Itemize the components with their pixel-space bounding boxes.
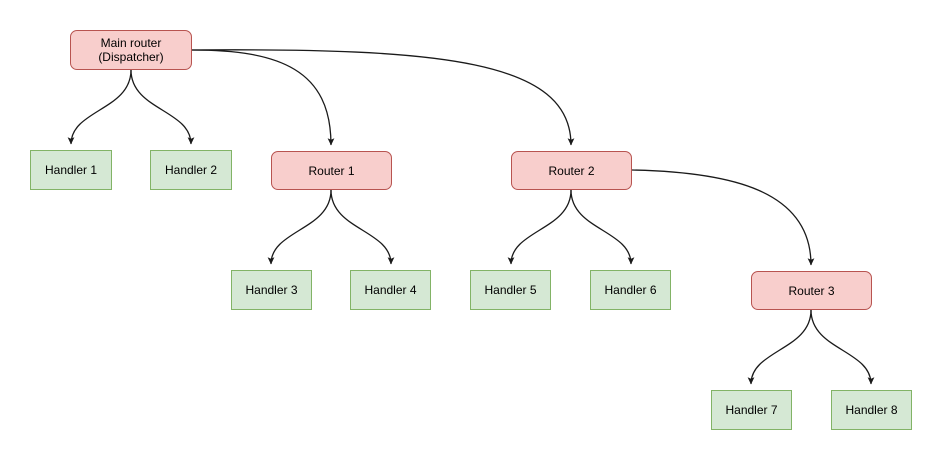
edges-group — [67, 49, 875, 385]
node-label-handler-4: Handler 4 — [364, 283, 417, 297]
node-handler-6[interactable]: Handler 6 — [590, 270, 671, 310]
node-label-handler-1: Handler 1 — [44, 163, 98, 177]
node-router-1[interactable]: Router 1 — [271, 151, 392, 190]
node-label-router-2: Router 2 — [548, 163, 595, 178]
edge-router-1-to-handler-3 — [267, 189, 332, 265]
node-handler-7[interactable]: Handler 7 — [711, 390, 792, 430]
edge-main-to-handler-1 — [67, 69, 132, 145]
node-label-handler-8: Handler 8 — [845, 403, 898, 417]
edge-router-2-to-handler-6 — [570, 189, 635, 265]
node-router-2[interactable]: Router 2 — [511, 151, 632, 190]
node-handler-8[interactable]: Handler 8 — [831, 390, 912, 430]
node-handler-5[interactable]: Handler 5 — [470, 270, 551, 310]
edge-main-to-router-2 — [191, 49, 575, 146]
edge-router-3-to-handler-7 — [747, 309, 812, 385]
node-handler-2[interactable]: Handler 2 — [150, 150, 232, 190]
edge-main-to-router-1 — [191, 49, 335, 146]
node-label-main-router: Main router (Dispatcher) — [98, 36, 164, 64]
edge-router-1-to-handler-4 — [330, 189, 395, 265]
node-label-handler-5: Handler 5 — [484, 283, 537, 297]
edge-router-3-to-handler-8 — [810, 309, 875, 385]
edge-main-to-handler-2 — [130, 69, 195, 145]
node-main-router[interactable]: Main router (Dispatcher) — [70, 30, 192, 70]
node-label-router-3: Router 3 — [788, 283, 835, 298]
node-label-handler-6: Handler 6 — [604, 283, 657, 297]
node-handler-1[interactable]: Handler 1 — [30, 150, 112, 190]
node-label-handler-3: Handler 3 — [245, 283, 298, 297]
node-label-handler-2: Handler 2 — [164, 163, 218, 177]
node-label-handler-7: Handler 7 — [725, 403, 778, 417]
edge-router-2-to-router-3 — [631, 169, 815, 266]
edge-router-2-to-handler-5 — [507, 189, 572, 265]
node-label-router-1: Router 1 — [308, 163, 355, 178]
node-router-3[interactable]: Router 3 — [751, 271, 872, 310]
node-handler-3[interactable]: Handler 3 — [231, 270, 312, 310]
node-handler-4[interactable]: Handler 4 — [350, 270, 431, 310]
